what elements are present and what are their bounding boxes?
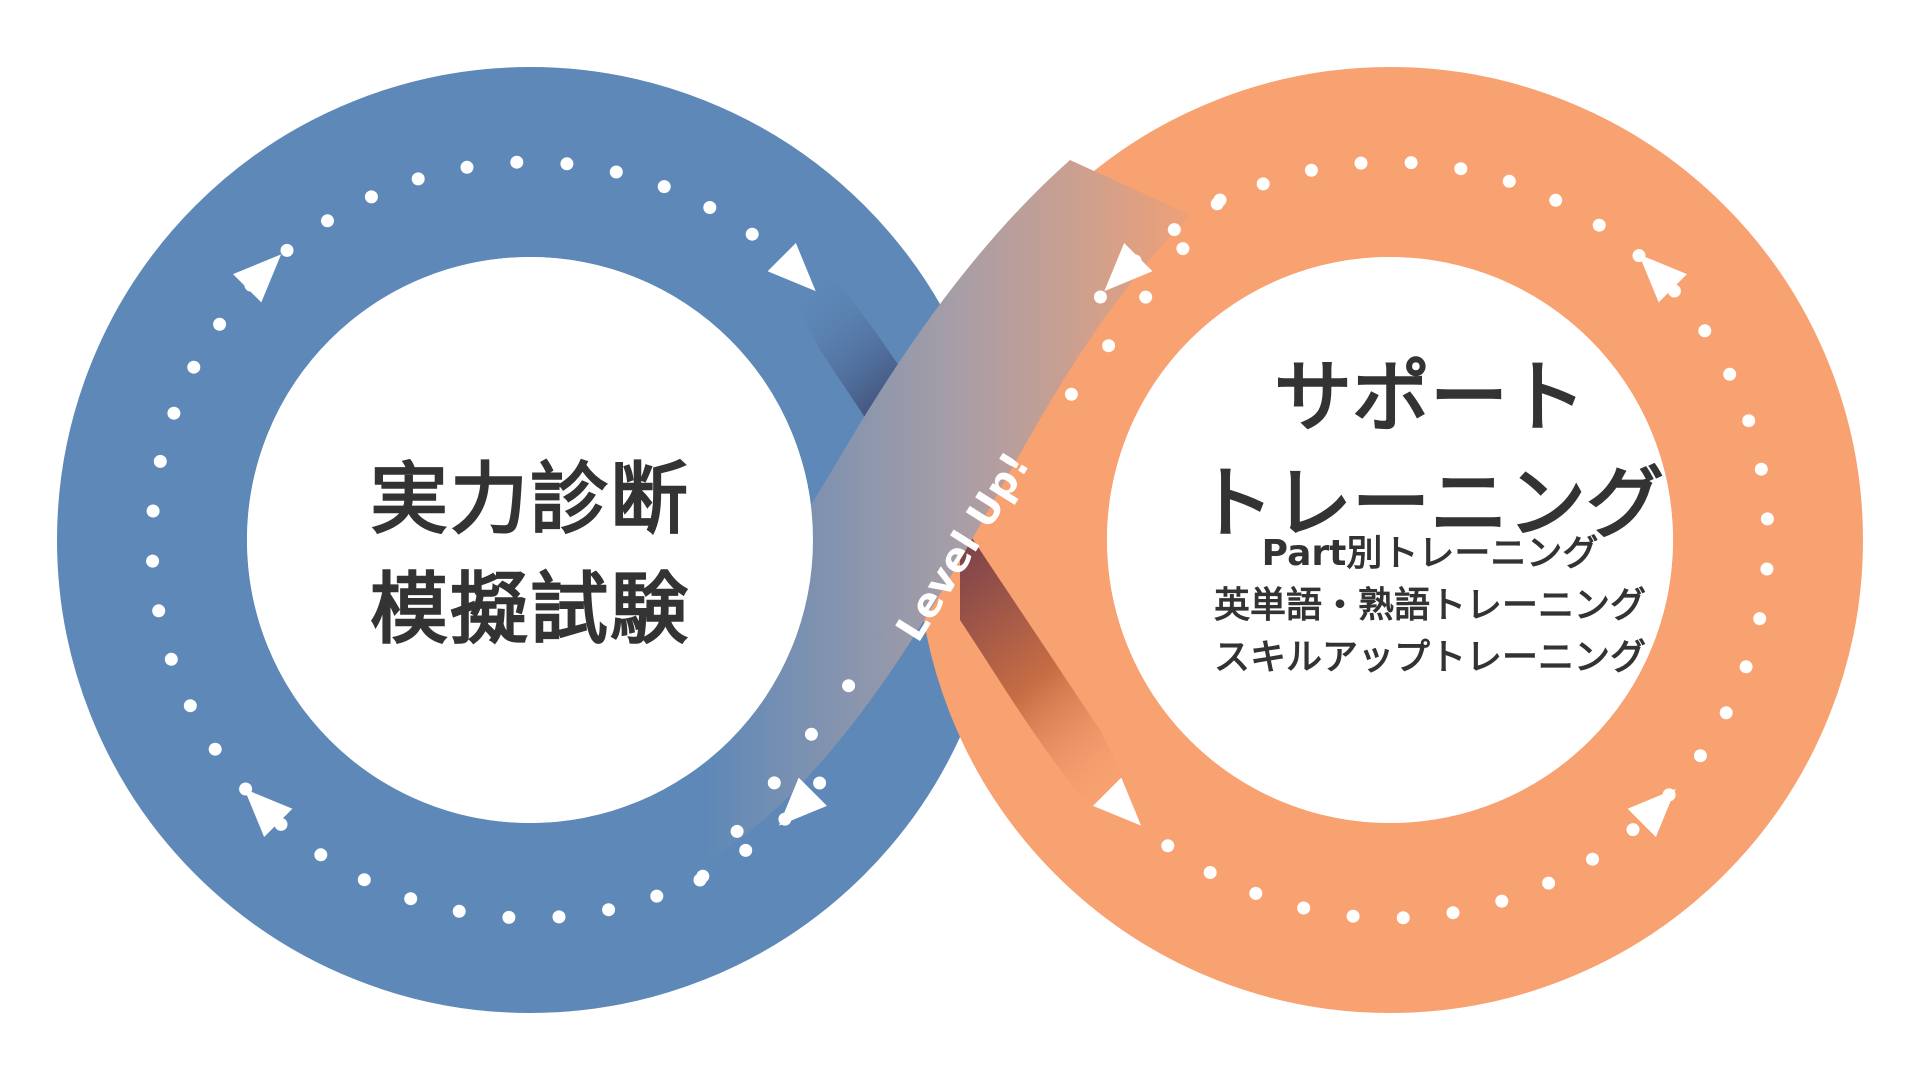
path-dot [146,554,160,568]
path-dot [1549,193,1563,207]
path-dot [1502,174,1516,188]
path-dot [813,776,827,790]
path-dot [1495,894,1509,908]
path-dot [1760,562,1774,576]
path-dot [146,504,160,518]
dotted-path [146,155,1774,925]
path-dot [842,679,856,693]
path-dot [804,727,818,741]
path-dot [1256,177,1270,191]
path-dot [745,227,759,241]
path-dot [1719,706,1733,720]
path-dot [1396,911,1410,925]
path-dot [167,406,181,420]
right-title-line-1: サポート [1273,353,1586,443]
path-dot [1161,839,1175,853]
path-dot [510,155,524,169]
direction-arrow [1104,243,1153,292]
path-dot [1102,339,1116,353]
direction-arrow [233,254,282,303]
path-dot [730,824,744,838]
path-dot [152,604,166,618]
left-circle-title: 実力診断 模擬試験 [300,445,760,665]
direction-arrow [1627,788,1676,837]
path-dot [1626,823,1640,837]
path-dot [1723,367,1737,381]
path-dot [164,652,178,666]
path-dot [650,889,664,903]
path-dot [767,776,781,790]
path-dot [693,873,707,887]
path-dot [1139,290,1153,304]
direction-arrow [1093,777,1142,826]
direction-arrows [233,243,1687,837]
path-dot [602,903,616,917]
path-dot [1446,906,1460,920]
path-dot [657,180,671,194]
path-dot [1093,290,1107,304]
path-dot [452,904,466,918]
path-dot [1742,414,1756,428]
path-dot [364,190,378,204]
path-dot [460,160,474,174]
path-dot [1698,324,1712,338]
path-dot [502,910,516,924]
right-hole [1107,257,1673,823]
path-dot [1203,866,1217,879]
path-dot [1213,193,1227,207]
path-dot [1064,387,1078,401]
right-circle-items: Part別トレーニング 英単語・熟語トレーニング スキルアップトレーニング [1140,528,1720,684]
right-title-line-2: トレーニング [1195,459,1664,549]
path-dot [1754,462,1768,476]
path-dot [1542,876,1556,890]
path-dot [404,892,418,906]
path-dot [1454,162,1468,176]
right-circle-title: サポート トレーニング [1140,345,1720,557]
path-dot [1586,852,1599,866]
right-ring [917,67,1863,1013]
direction-arrow [244,788,293,837]
path-dot [411,172,425,186]
left-title-line-2: 模擬試験 [369,565,690,655]
path-dot [1760,512,1774,526]
path-dot [314,848,328,862]
right-item-2: 英単語・熟語トレーニング [1213,585,1646,626]
path-dot [1249,886,1263,900]
path-dot [187,360,201,374]
path-dot [1304,163,1318,177]
path-dot [1167,223,1181,237]
path-dot [357,873,371,887]
path-dot [609,165,623,179]
path-dot [321,214,334,228]
path-dot [183,699,197,713]
path-dot [208,742,222,756]
direction-arrow [1638,254,1687,303]
left-hole [247,257,813,823]
path-dot [280,243,294,257]
right-item-3: スキルアップトレーニング [1213,637,1646,678]
path-dot [560,157,574,171]
path-dot [1592,218,1606,232]
direction-arrow [767,243,816,292]
direction-arrow [778,777,827,826]
path-dot [1346,909,1360,923]
path-dot [1404,156,1418,170]
path-dot [1739,660,1753,674]
left-title-line-1: 実力診断 [369,455,690,545]
path-dot [703,201,717,214]
path-dot [213,317,227,331]
path-dot [1176,242,1190,256]
right-item-1: Part別トレーニング [1261,533,1599,574]
path-dot [1297,901,1311,915]
path-dot [552,910,566,924]
path-dot [153,454,167,468]
path-dot [739,843,753,857]
path-dot [1693,749,1707,763]
path-dot [1354,156,1368,170]
path-dot [1753,612,1767,626]
